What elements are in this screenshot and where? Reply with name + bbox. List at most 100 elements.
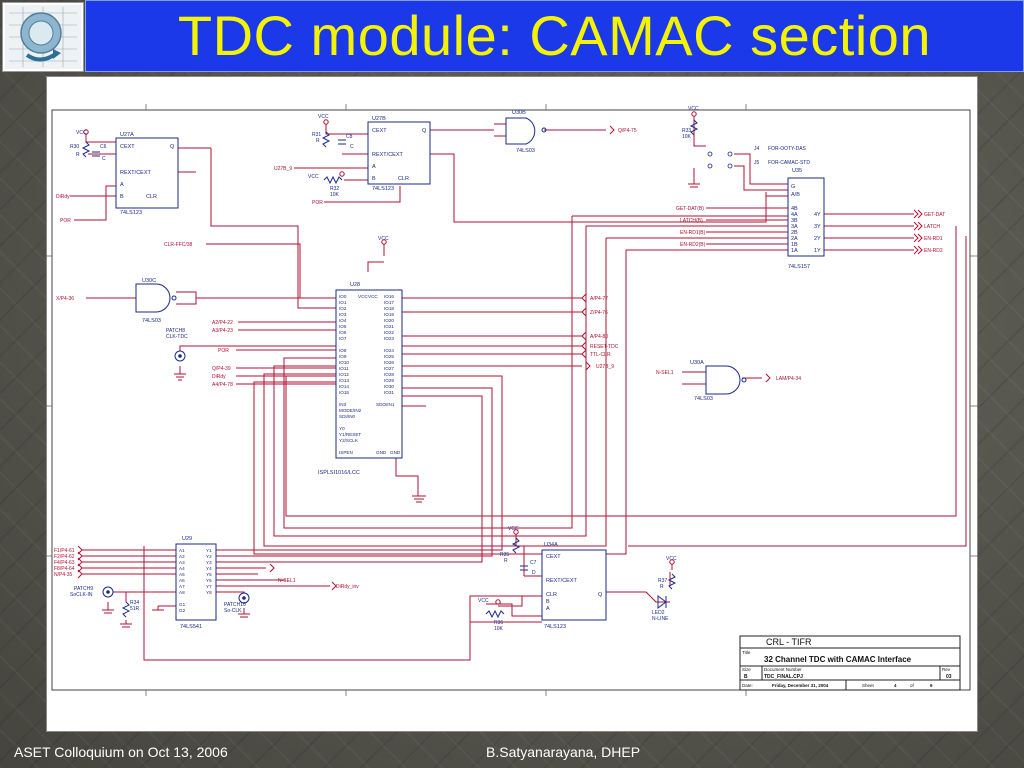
frame-inner <box>51 109 971 691</box>
svg-text:G1: G1 <box>179 602 186 607</box>
svg-text:LATCH(B): LATCH(B) <box>680 218 703 224</box>
svg-text:PATCH9: PATCH9 <box>74 586 93 592</box>
chip-u28 <box>335 289 403 459</box>
svg-text:Y5: Y5 <box>206 572 212 577</box>
footer-author: B.Satyanarayana, DHEP <box>486 744 641 760</box>
svg-text:A8: A8 <box>179 590 185 595</box>
chip-u27a <box>115 137 179 209</box>
svg-text:VCC: VCC <box>318 114 329 120</box>
chip-labels: U27A 74LS123 CEXT REXT/CEXT A B CLR Q U2… <box>120 110 821 630</box>
svg-text:EN-RD2(B): EN-RD2(B) <box>680 242 706 248</box>
svg-text:Y0: Y0 <box>339 426 345 431</box>
svg-text:IO20: IO20 <box>384 318 394 323</box>
svg-text:CLR: CLR <box>146 194 157 200</box>
label-u34a-part: 74LS123 <box>544 624 566 630</box>
svg-text:REXT/CEXT: REXT/CEXT <box>372 152 404 158</box>
net-labels: DiRdy POR U27B_9 POR Q/P4-75 CLR-FFC/38 … <box>54 128 945 590</box>
svg-text:SDI/IN0: SDI/IN0 <box>339 414 356 419</box>
chip-u35 <box>787 177 825 257</box>
svg-text:VCC: VCC <box>666 556 677 562</box>
svg-text:N/P4-35: N/P4-35 <box>54 572 73 578</box>
svg-text:A1: A1 <box>179 548 185 553</box>
svg-text:74LS03: 74LS03 <box>142 318 161 324</box>
svg-text:MODE/IN2: MODE/IN2 <box>339 408 362 413</box>
svg-text:CEXT: CEXT <box>120 144 135 150</box>
svg-text:REXT/CEXT: REXT/CEXT <box>546 578 578 584</box>
svg-text:IO15: IO15 <box>339 390 349 395</box>
svg-text:So-CLK: So-CLK <box>224 608 242 614</box>
svg-text:2A: 2A <box>791 236 798 242</box>
svg-text:N-LINE: N-LINE <box>652 616 669 622</box>
svg-text:IO23: IO23 <box>384 336 394 341</box>
svg-text:Q: Q <box>170 144 175 150</box>
svg-text:Q: Q <box>598 592 603 598</box>
svg-text:CLR: CLR <box>398 176 409 182</box>
svg-text:Q: Q <box>422 128 427 134</box>
label-u30c: U30C <box>142 278 156 284</box>
svg-text:IO28: IO28 <box>384 372 394 377</box>
svg-text:VCC: VCC <box>358 294 368 299</box>
wires <box>70 116 967 661</box>
svg-text:IN3: IN3 <box>339 402 347 407</box>
svg-text:IO4: IO4 <box>339 318 347 323</box>
label-u27a: U27A <box>120 132 134 138</box>
svg-text:Y6: Y6 <box>206 578 212 583</box>
svg-text:IO1: IO1 <box>339 300 347 305</box>
svg-text:3B: 3B <box>791 218 798 224</box>
svg-text:Z/P4-76: Z/P4-76 <box>590 310 608 316</box>
slide-title: TDC module: CAMAC section <box>177 4 932 67</box>
led-led2 <box>657 595 667 609</box>
svg-text:PATCH8: PATCH8 <box>166 328 185 334</box>
svg-text:74LS03: 74LS03 <box>694 396 713 402</box>
svg-text:A: A <box>546 606 550 612</box>
svg-text:1Y: 1Y <box>814 248 821 254</box>
svg-text:IO25: IO25 <box>384 354 394 359</box>
svg-text:2Y: 2Y <box>814 236 821 242</box>
label-u27b-part: 74LS123 <box>372 186 394 192</box>
svg-text:03: 03 <box>946 674 952 680</box>
svg-text:B: B <box>546 599 550 605</box>
svg-text:CLR: CLR <box>546 592 557 598</box>
svg-text:DiRdy: DiRdy <box>56 194 70 200</box>
capacitor-c8 <box>338 139 346 145</box>
svg-text:6: 6 <box>930 683 933 688</box>
svg-text:VCC: VCC <box>368 294 378 299</box>
svg-text:Title: Title <box>742 650 751 655</box>
svg-text:ISPEN: ISPEN <box>339 450 353 455</box>
svg-text:J5: J5 <box>754 160 760 166</box>
svg-text:Q/P4-39: Q/P4-39 <box>212 366 231 372</box>
svg-text:A: A <box>372 164 376 170</box>
capacitor-c7 <box>520 565 528 571</box>
schematic-drawing: U27A 74LS123 CEXT REXT/CEXT A B CLR Q U2… <box>46 76 978 732</box>
svg-text:CEXT: CEXT <box>546 554 561 560</box>
svg-text:SoCLK-IN: SoCLK-IN <box>70 592 93 598</box>
gate-u30c <box>135 283 171 313</box>
svg-text:C6: C6 <box>100 144 107 150</box>
svg-text:N-SEL1: N-SEL1 <box>278 578 296 584</box>
title-block: CRL - TIFR Title 32 Channel TDC with CAM… <box>739 635 961 691</box>
label-u27b: U27B <box>372 116 386 122</box>
svg-text:R: R <box>504 558 508 564</box>
svg-text:EN-RD1(B): EN-RD1(B) <box>680 230 706 236</box>
resistor-r35 <box>511 537 521 554</box>
u29-pin-labels: A1 A2 A3 A4 A5 A6 A7 A8 G1 G2 Y1 Y2 Y3 Y… <box>179 548 212 613</box>
svg-text:Y3: Y3 <box>206 560 212 565</box>
svg-text:D: D <box>532 570 536 576</box>
svg-text:10K: 10K <box>494 626 504 632</box>
svg-text:IO19: IO19 <box>384 312 394 317</box>
svg-text:R37: R37 <box>658 578 667 584</box>
svg-text:Y4: Y4 <box>206 566 212 571</box>
svg-text:LATCH: LATCH <box>924 224 940 230</box>
svg-text:R31: R31 <box>312 132 321 138</box>
svg-text:IO17: IO17 <box>384 300 394 305</box>
svg-text:R35: R35 <box>500 552 509 558</box>
passives <box>81 119 699 619</box>
coax-centers <box>106 354 246 600</box>
chip-bodies <box>115 117 825 621</box>
svg-text:VCC: VCC <box>378 236 389 242</box>
label-u29: U29 <box>182 536 192 542</box>
svg-text:VCC: VCC <box>478 598 489 604</box>
svg-text:A/B: A/B <box>791 192 800 198</box>
svg-text:4: 4 <box>894 683 897 688</box>
svg-text:1A: 1A <box>791 248 798 254</box>
